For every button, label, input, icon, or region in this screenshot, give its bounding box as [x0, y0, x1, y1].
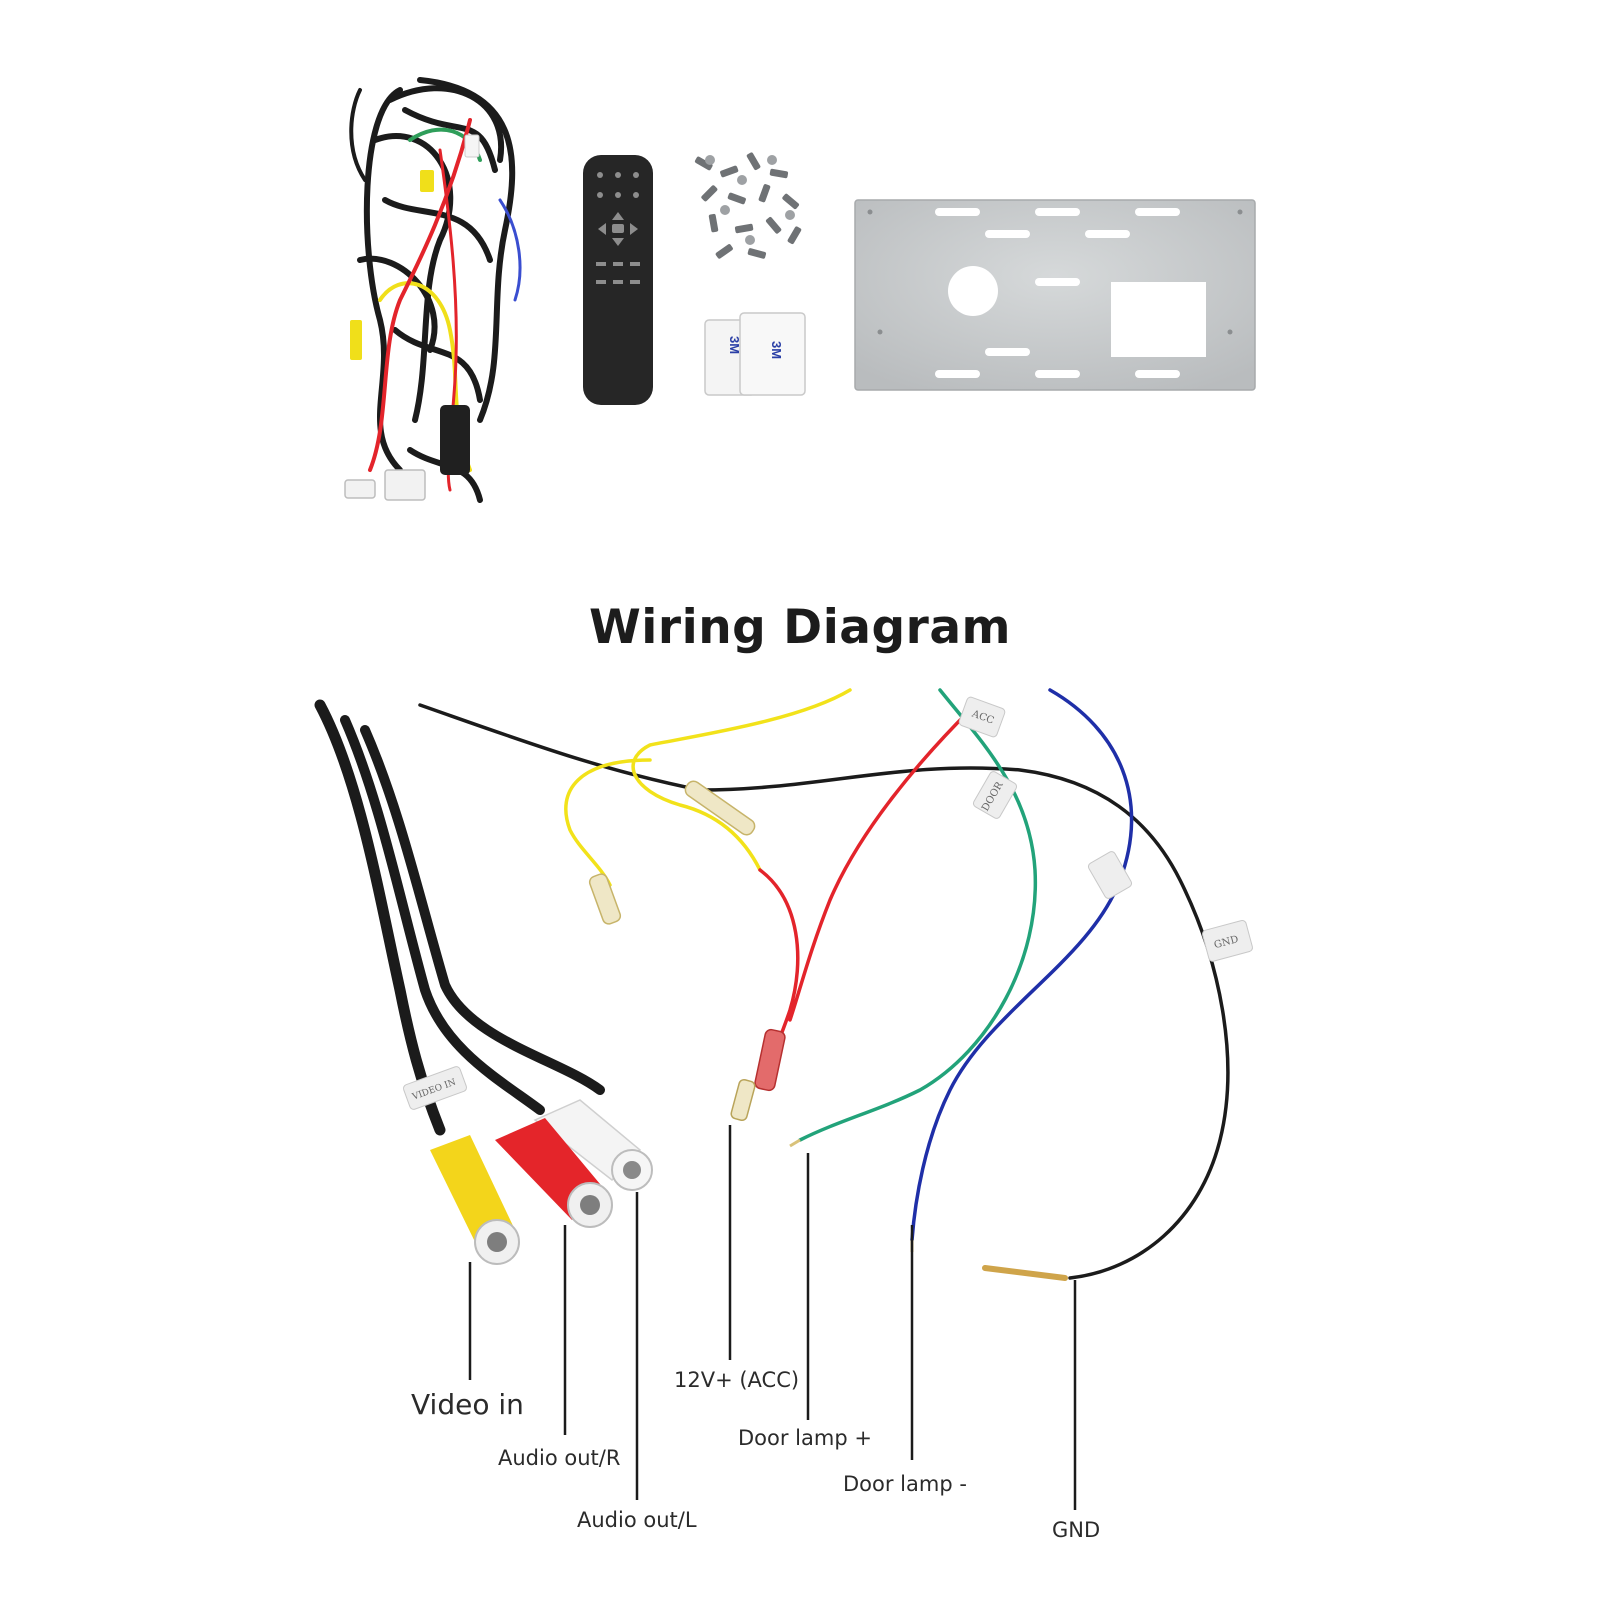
rca-plug-red — [495, 1118, 613, 1228]
gnd-terminal — [982, 1265, 1068, 1281]
yellow-wire-terminal — [588, 873, 622, 925]
yellow-wire-connector — [684, 780, 756, 836]
leader-lines — [468, 1125, 1077, 1510]
label-gnd: GND — [1052, 1518, 1101, 1542]
acc-connector — [754, 1028, 786, 1092]
tape-brand-text: 3M — [769, 341, 784, 359]
gnd-wire — [418, 703, 1230, 1280]
wiring-harness — [344, 77, 522, 503]
yellow-wire — [564, 688, 852, 887]
green-wire-tip — [789, 1138, 801, 1148]
blue-wire — [910, 688, 1134, 1242]
label-acc: 12V+ (ACC) — [674, 1368, 800, 1392]
green-wire — [798, 688, 1038, 1142]
rca-plug-yellow — [430, 1135, 520, 1265]
label-door-lamp-plus: Door lamp + — [738, 1426, 872, 1450]
mounting-plate — [854, 199, 1256, 391]
rca-cable-bundle — [314, 699, 605, 1136]
tape-brand-text: 3M — [727, 336, 742, 354]
acc-terminal — [730, 1078, 756, 1122]
label-video-in: Video in — [411, 1388, 524, 1421]
remote-control — [583, 155, 653, 405]
wire-tags: ACC DOOR GND VIDEO IN — [402, 696, 1253, 1110]
label-door-lamp-minus: Door lamp - — [843, 1472, 967, 1496]
red-wire — [758, 708, 972, 1082]
label-audio-out-r: Audio out/R — [498, 1446, 621, 1470]
rca-plug-white — [533, 1099, 653, 1191]
label-audio-out-l: Audio out/L — [577, 1508, 697, 1532]
page-title: Wiring Diagram — [588, 600, 1012, 655]
screws — [694, 152, 802, 259]
adhesive-tape: 3M 3M — [704, 312, 806, 396]
